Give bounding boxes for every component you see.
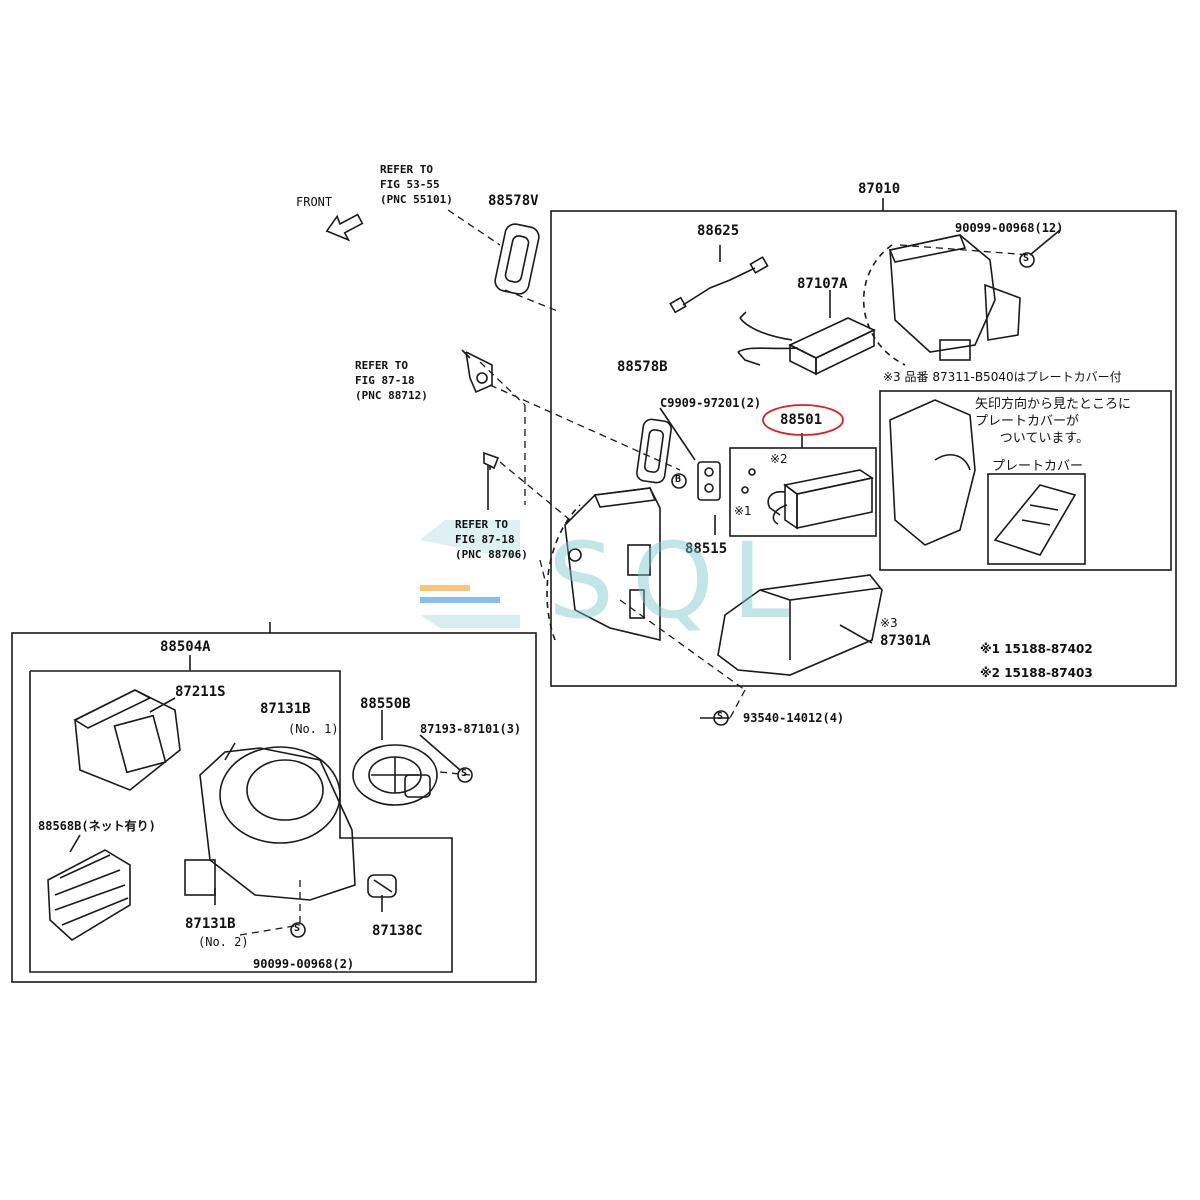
part-87010: 87010 bbox=[858, 181, 901, 197]
part-88515: 88515 bbox=[685, 541, 728, 557]
part-c9909-97201: C9909-97201(2) bbox=[660, 396, 762, 410]
hvac-unit-frame bbox=[550, 210, 1177, 687]
screw-mark-3: S bbox=[294, 923, 301, 934]
part-88578v: 88578V bbox=[488, 193, 539, 209]
part-87138c: 87138C bbox=[372, 923, 423, 939]
mark-2: ※2 bbox=[770, 452, 788, 466]
refer-fig-87-18-88706: REFER TO FIG 87-18 (PNC 88706) bbox=[455, 518, 528, 561]
evaporator-subframe bbox=[729, 447, 877, 537]
clip-icon bbox=[483, 451, 500, 470]
blower-motor-88550b-icon bbox=[352, 744, 438, 806]
mark-1: ※1 bbox=[734, 504, 752, 518]
part-87131b-no2: 87131B bbox=[185, 916, 236, 932]
gasket-88578v-icon bbox=[494, 223, 540, 295]
no2-label: (No. 2) bbox=[198, 935, 249, 949]
note-2: ※2 15188-87403 bbox=[980, 666, 1093, 680]
part-90099-00968-2: 90099-00968(2) bbox=[253, 957, 355, 971]
filter-net-88568b-icon bbox=[47, 849, 131, 941]
note-1: ※1 15188-87402 bbox=[980, 642, 1093, 656]
screw-mark-1: S bbox=[1023, 253, 1030, 264]
gasket-88578b-icon bbox=[636, 418, 672, 484]
part-87131b-no1: 87131B bbox=[260, 701, 311, 717]
refer-fig-53-55: REFER TO FIG 53-55 (PNC 55101) bbox=[380, 163, 453, 206]
part-88501: 88501 bbox=[780, 412, 823, 428]
refer-fig-87-18-88712: REFER TO FIG 87-18 (PNC 88712) bbox=[355, 359, 428, 402]
hvac-case-icon bbox=[564, 487, 661, 642]
note-3: ※3 品番 87311-B5040はプレートカバー付 bbox=[883, 370, 1122, 384]
part-87107a: 87107A bbox=[797, 276, 848, 292]
plate-cover-detail-frame bbox=[879, 390, 1172, 571]
highlight-88501-ring bbox=[762, 404, 844, 436]
part-93540-14012: 93540-14012(4) bbox=[743, 711, 845, 725]
plate-cover-arrow-note: 矢印方向から見たところに プレートカバーが ついています。 bbox=[975, 397, 1132, 446]
blower-subassembly-frame bbox=[29, 670, 453, 973]
front-arrow-icon bbox=[325, 213, 364, 242]
part-88504a: 88504A bbox=[160, 639, 211, 655]
part-88568b: 88568B(ネット有り) bbox=[38, 819, 156, 833]
blower-assembly-frame bbox=[11, 632, 537, 983]
no1-label: (No. 1) bbox=[288, 722, 339, 736]
plate-cover-label: プレートカバー bbox=[992, 459, 1084, 474]
bolt-mark: B bbox=[675, 474, 682, 485]
plate-cover-inset-frame bbox=[987, 473, 1086, 565]
watermark-logo-icon bbox=[420, 520, 520, 628]
lower-case-87301a-icon bbox=[717, 574, 883, 676]
expansion-valve-88515-icon bbox=[697, 461, 721, 501]
part-90099-00968-12: 90099-00968(12) bbox=[955, 221, 1064, 235]
filter-case-87211s-icon bbox=[73, 689, 181, 791]
bracket-icon bbox=[461, 349, 493, 394]
part-87301a: 87301A bbox=[880, 633, 931, 649]
part-88550b: 88550B bbox=[360, 696, 411, 712]
part-88625: 88625 bbox=[697, 223, 740, 239]
front-label: FRONT bbox=[296, 195, 333, 209]
screw-mark-4: S bbox=[717, 711, 724, 722]
screw-symbol-icon bbox=[290, 252, 1035, 938]
heater-core-87107a-icon bbox=[737, 311, 876, 376]
mark-3: ※3 bbox=[880, 616, 898, 630]
part-87211s: 87211S bbox=[175, 684, 226, 700]
plate-cover-view-icon bbox=[889, 399, 1077, 556]
resistor-87138c-icon bbox=[367, 874, 397, 898]
part-88578b: 88578B bbox=[617, 359, 668, 375]
blower-housing-87131b-icon bbox=[184, 746, 356, 901]
evaporator-88501-icon bbox=[741, 468, 875, 530]
watermark-text: SQL bbox=[548, 520, 808, 642]
blower-case-top-icon bbox=[888, 234, 1021, 361]
sensor-88625-icon bbox=[669, 256, 769, 314]
screw-mark-2: S bbox=[461, 768, 468, 779]
part-87193-87101: 87193-87101(3) bbox=[420, 722, 522, 736]
